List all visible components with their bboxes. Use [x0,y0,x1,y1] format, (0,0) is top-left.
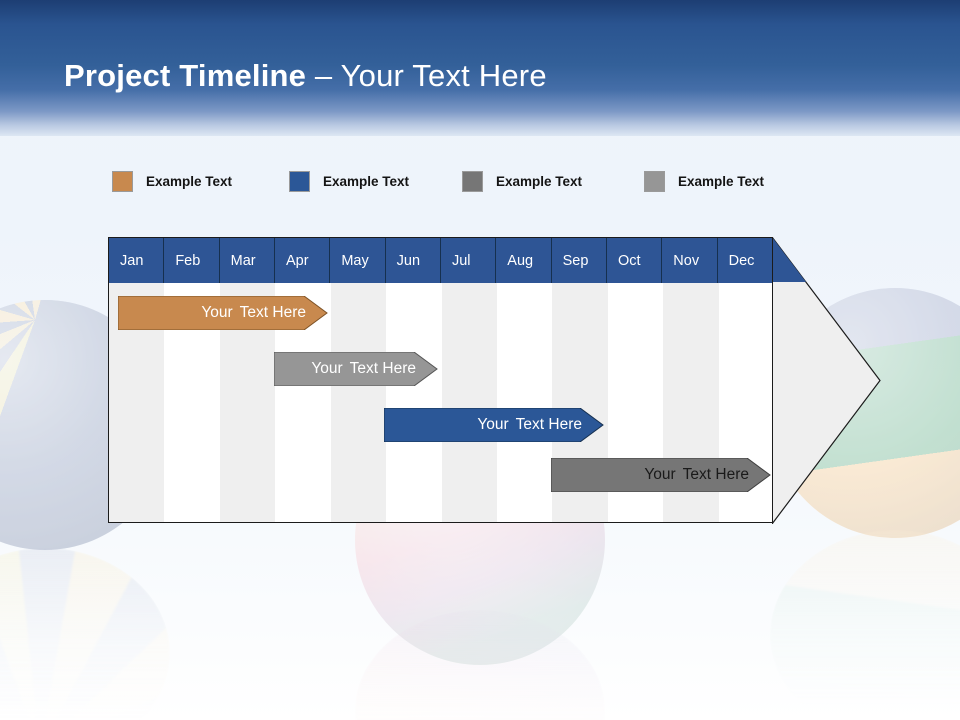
legend: Example Text Example Text Example Text E… [112,168,832,194]
title-banner [0,0,960,136]
legend-item-label: Example Text [678,173,765,189]
legend-swatch-blue-icon [289,170,310,192]
month-cell-mar[interactable]: Mar [220,238,275,283]
month-cell-jul[interactable]: Jul [441,238,497,283]
sphere-center-reflection-icon [355,610,605,720]
legend-swatch-orange-icon [112,170,133,192]
timeline-arrow-head-icon [772,237,882,524]
legend-item-label: Example Text [496,173,583,189]
sphere-left-reflection-icon [0,548,170,720]
page-title-rest: – Your Text Here [306,58,547,93]
month-cell-jun[interactable]: Jun [386,238,441,283]
month-label: Sep [562,252,589,269]
month-cell-oct[interactable]: Oct [607,238,663,283]
legend-item-4[interactable]: Example Text [644,168,764,194]
month-cell-may[interactable]: May [330,238,386,283]
legend-swatch-light-gray-icon [644,170,665,192]
month-cell-feb[interactable]: Feb [164,238,220,283]
legend-item-2[interactable]: Example Text [289,168,409,194]
month-label: Dec [728,252,755,269]
legend-item-3[interactable]: Example Text [462,168,582,194]
page-title: Project Timeline – Your Text Here [64,58,547,94]
month-label: Oct [617,252,641,269]
month-label: Apr [285,252,309,269]
month-label: Feb [175,252,201,269]
page-title-bold: Project Timeline [64,58,307,93]
legend-item-label: Example Text [323,173,410,189]
column-stripe [109,238,165,522]
month-cell-nov[interactable]: Nov [662,238,718,283]
month-cell-apr[interactable]: Apr [275,238,331,283]
month-label: Jul [451,252,471,269]
column-stripe [441,238,497,522]
month-label: May [341,252,369,269]
legend-swatch-dark-gray-icon [462,170,483,192]
month-label: Mar [230,252,256,269]
month-label: Jun [396,252,421,269]
month-label: Jan [120,252,144,269]
sphere-right-reflection-icon [770,530,960,720]
month-label: Aug [507,252,534,269]
month-cell-jan[interactable]: Jan [109,238,165,283]
legend-item-1[interactable]: Example Text [112,168,232,194]
month-header-row: Jan Feb Mar Apr May Jun Jul Aug Sep Oct … [109,238,772,283]
month-label: Nov [673,252,700,269]
month-cell-sep[interactable]: Sep [552,238,607,283]
month-cell-dec[interactable]: Dec [718,238,772,283]
month-cell-aug[interactable]: Aug [496,238,552,283]
legend-item-label: Example Text [146,173,233,189]
column-stripe [219,238,276,522]
